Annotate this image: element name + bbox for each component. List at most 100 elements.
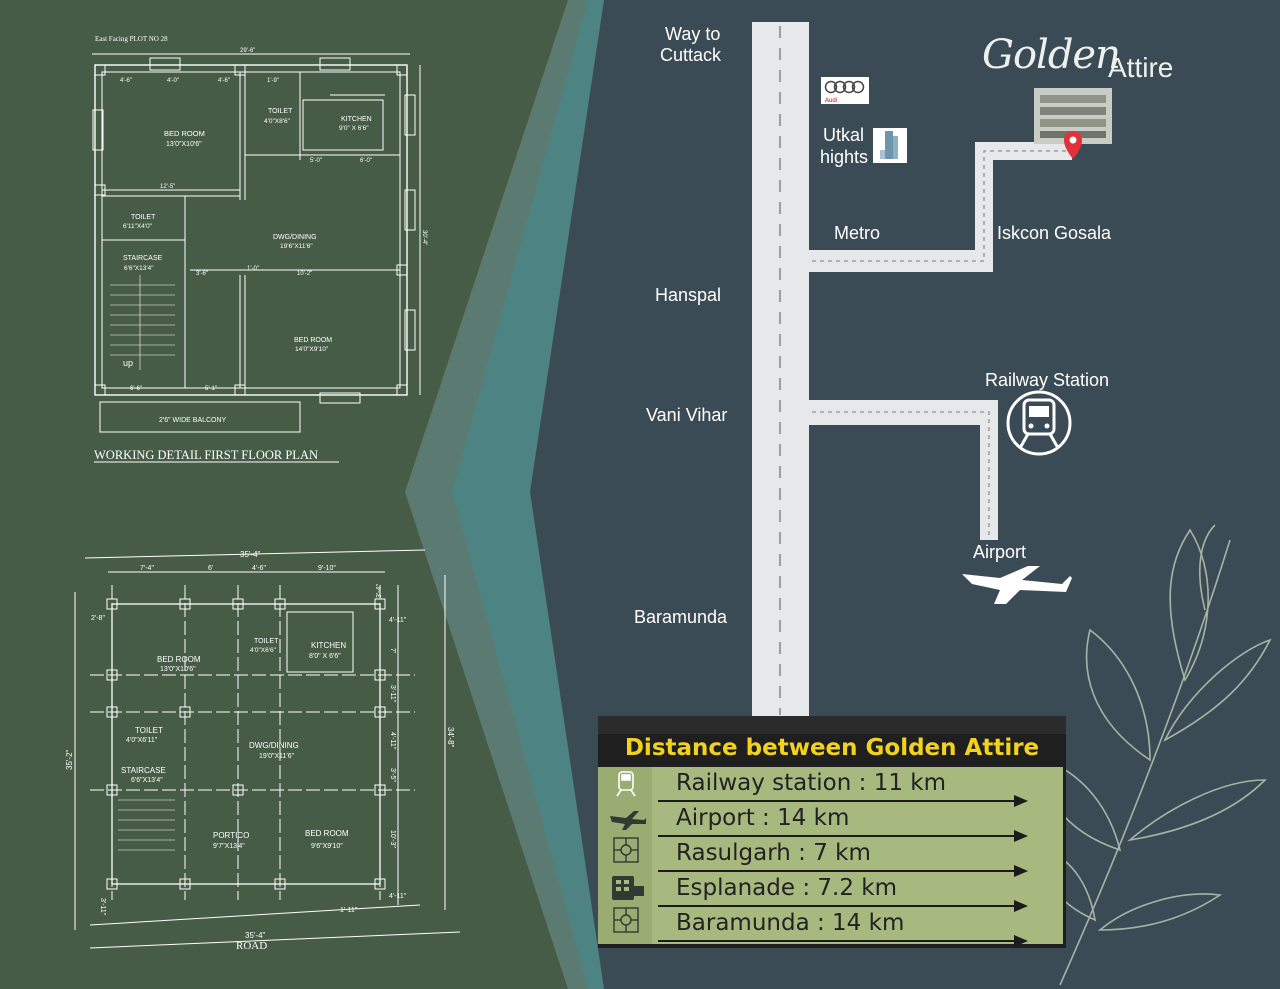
svg-text:STAIRCASE: STAIRCASE	[123, 255, 162, 262]
svg-text:4'-11": 4'-11"	[389, 893, 407, 900]
svg-text:4'-11": 4'-11"	[389, 732, 396, 750]
brand-script: Golden	[982, 32, 1121, 78]
svg-text:10'-2": 10'-2"	[297, 271, 312, 277]
svg-text:6'-6": 6'-6"	[130, 386, 142, 392]
distance-row-icons	[610, 771, 646, 933]
svg-text:7'-4": 7'-4"	[140, 565, 154, 572]
brand-word: Attire	[1108, 52, 1174, 83]
svg-text:6'11"X4'0": 6'11"X4'0"	[123, 223, 153, 230]
label-airport: Airport	[973, 542, 1027, 562]
svg-text:19'6"X11'6": 19'6"X11'6"	[280, 243, 313, 250]
distance-row-rasulgarh: Rasulgarh : 7 km	[676, 840, 871, 866]
distance-row-airport: Airport : 14 km	[676, 805, 850, 831]
svg-text:35'-4": 35'-4"	[245, 931, 266, 940]
svg-text:3'-11": 3'-11"	[389, 685, 396, 703]
svg-text:3'-4": 3'-4"	[376, 584, 383, 598]
floor-plan-caption: WORKING DETAIL FIRST FLOOR PLAN	[94, 448, 318, 462]
svg-text:9'6"X9'10": 9'6"X9'10"	[311, 843, 343, 850]
svg-text:DWG/DINING: DWG/DINING	[249, 741, 299, 750]
svg-text:9'-10": 9'-10"	[318, 565, 336, 572]
svg-text:4'-11": 4'-11"	[389, 617, 407, 624]
distance-row-esplanade: Esplanade : 7.2 km	[676, 875, 898, 901]
svg-text:13'0"X10'6": 13'0"X10'6"	[160, 666, 196, 673]
svg-text:13'0"X10'6": 13'0"X10'6"	[166, 141, 202, 148]
svg-text:14'0"X9'10": 14'0"X9'10"	[295, 346, 329, 353]
airplane-icon	[962, 566, 1072, 604]
audi-logo-label: Audi	[825, 98, 837, 104]
svg-text:BED ROOM: BED ROOM	[305, 829, 349, 838]
svg-text:29'-6": 29'-6"	[240, 48, 255, 54]
svg-text:34'-8": 34'-8"	[446, 727, 455, 748]
svg-text:6'6"X13'4": 6'6"X13'4"	[131, 777, 163, 784]
svg-text:KITCHEN: KITCHEN	[341, 116, 372, 123]
distance-row-railway: Railway station : 11 km	[676, 770, 947, 796]
mall-icon	[612, 876, 644, 900]
label-metro: Metro	[834, 223, 881, 243]
svg-text:TOILET: TOILET	[131, 214, 156, 221]
svg-text:35'-2": 35'-2"	[65, 749, 74, 770]
svg-text:5'-1": 5'-1"	[205, 386, 217, 392]
svg-text:8'0" X 6'6": 8'0" X 6'6"	[309, 653, 341, 660]
svg-text:DWG/DINING: DWG/DINING	[273, 234, 317, 241]
svg-text:up: up	[123, 358, 133, 368]
svg-text:BED ROOM: BED ROOM	[157, 655, 201, 664]
ground-floor-plan: 35'-4" 7'-4" 6' 4'-6" 9'-10"	[65, 549, 461, 949]
airport-branch-road	[809, 400, 998, 540]
svg-text:6': 6'	[208, 565, 213, 572]
distance-row-baramunda: Baramunda : 14 km	[676, 910, 905, 936]
label-vani-vihar: Vani Vihar	[646, 405, 728, 425]
distance-panel	[598, 716, 1066, 948]
svg-text:TOILET: TOILET	[254, 638, 279, 645]
distance-title: Distance between Golden Attire	[624, 735, 1040, 761]
road-label: ROAD	[236, 940, 267, 952]
svg-text:7': 7'	[389, 648, 396, 653]
svg-text:30'-4": 30'-4"	[421, 230, 427, 245]
label-way-to: Way to	[665, 24, 721, 44]
svg-text:4'-0": 4'-0"	[167, 78, 179, 84]
svg-text:5'-0": 5'-0"	[310, 158, 322, 164]
svg-text:6'-0": 6'-0"	[360, 158, 372, 164]
svg-text:2'-8": 2'-8"	[91, 615, 105, 622]
svg-text:4'0"X6'6": 4'0"X6'6"	[250, 647, 277, 654]
label-utkal: Utkal	[823, 125, 865, 145]
svg-text:4'-6": 4'-6"	[120, 78, 132, 84]
svg-text:BED ROOM: BED ROOM	[164, 129, 205, 138]
svg-text:9'0" X 6'6": 9'0" X 6'6"	[339, 125, 369, 132]
svg-text:4'0"X6'11": 4'0"X6'11"	[126, 737, 158, 744]
label-iskcon-gosala: Iskcon Gosala	[997, 223, 1112, 243]
svg-text:TOILET: TOILET	[268, 108, 293, 115]
distance-arrow	[658, 795, 1028, 807]
svg-text:TOILET: TOILET	[135, 726, 163, 735]
location-pin-icon	[1064, 131, 1082, 159]
svg-text:35'-4": 35'-4"	[240, 550, 261, 559]
label-railway-station: Railway Station	[985, 370, 1110, 390]
svg-text:4'-6": 4'-6"	[218, 78, 230, 84]
svg-text:1'-11": 1'-11"	[340, 907, 358, 914]
plot-label: East Facing PLOT NO 28	[95, 35, 168, 43]
label-hanspal: Hanspal	[655, 285, 722, 305]
svg-text:PORTICO: PORTICO	[213, 831, 249, 840]
svg-text:3'-5": 3'-5"	[389, 768, 396, 782]
distance-arrow	[658, 935, 1028, 947]
svg-text:4'-6": 4'-6"	[252, 565, 266, 572]
first-floor-plan: East Facing PLOT NO 28 29'-6"	[92, 35, 427, 433]
metro-branch-road	[809, 142, 1072, 272]
distance-arrow	[658, 900, 1028, 912]
label-hights: hights	[820, 147, 869, 167]
train-icon	[616, 771, 636, 797]
distance-arrow	[658, 865, 1028, 877]
junction-icon	[613, 837, 639, 863]
svg-text:BED ROOM: BED ROOM	[294, 337, 332, 344]
train-station-icon	[1006, 390, 1072, 456]
svg-text:1'-0": 1'-0"	[247, 266, 259, 272]
airplane-small-icon	[610, 811, 646, 830]
svg-text:3'-6": 3'-6"	[196, 271, 208, 277]
svg-text:3'-11": 3'-11"	[99, 898, 106, 916]
svg-text:4'0"X8'6": 4'0"X8'6"	[264, 118, 291, 125]
junction-icon	[613, 907, 639, 933]
svg-text:1'-9": 1'-9"	[267, 78, 279, 84]
svg-text:STAIRCASE: STAIRCASE	[121, 766, 166, 775]
svg-text:9'7"X13'4": 9'7"X13'4"	[213, 843, 245, 850]
